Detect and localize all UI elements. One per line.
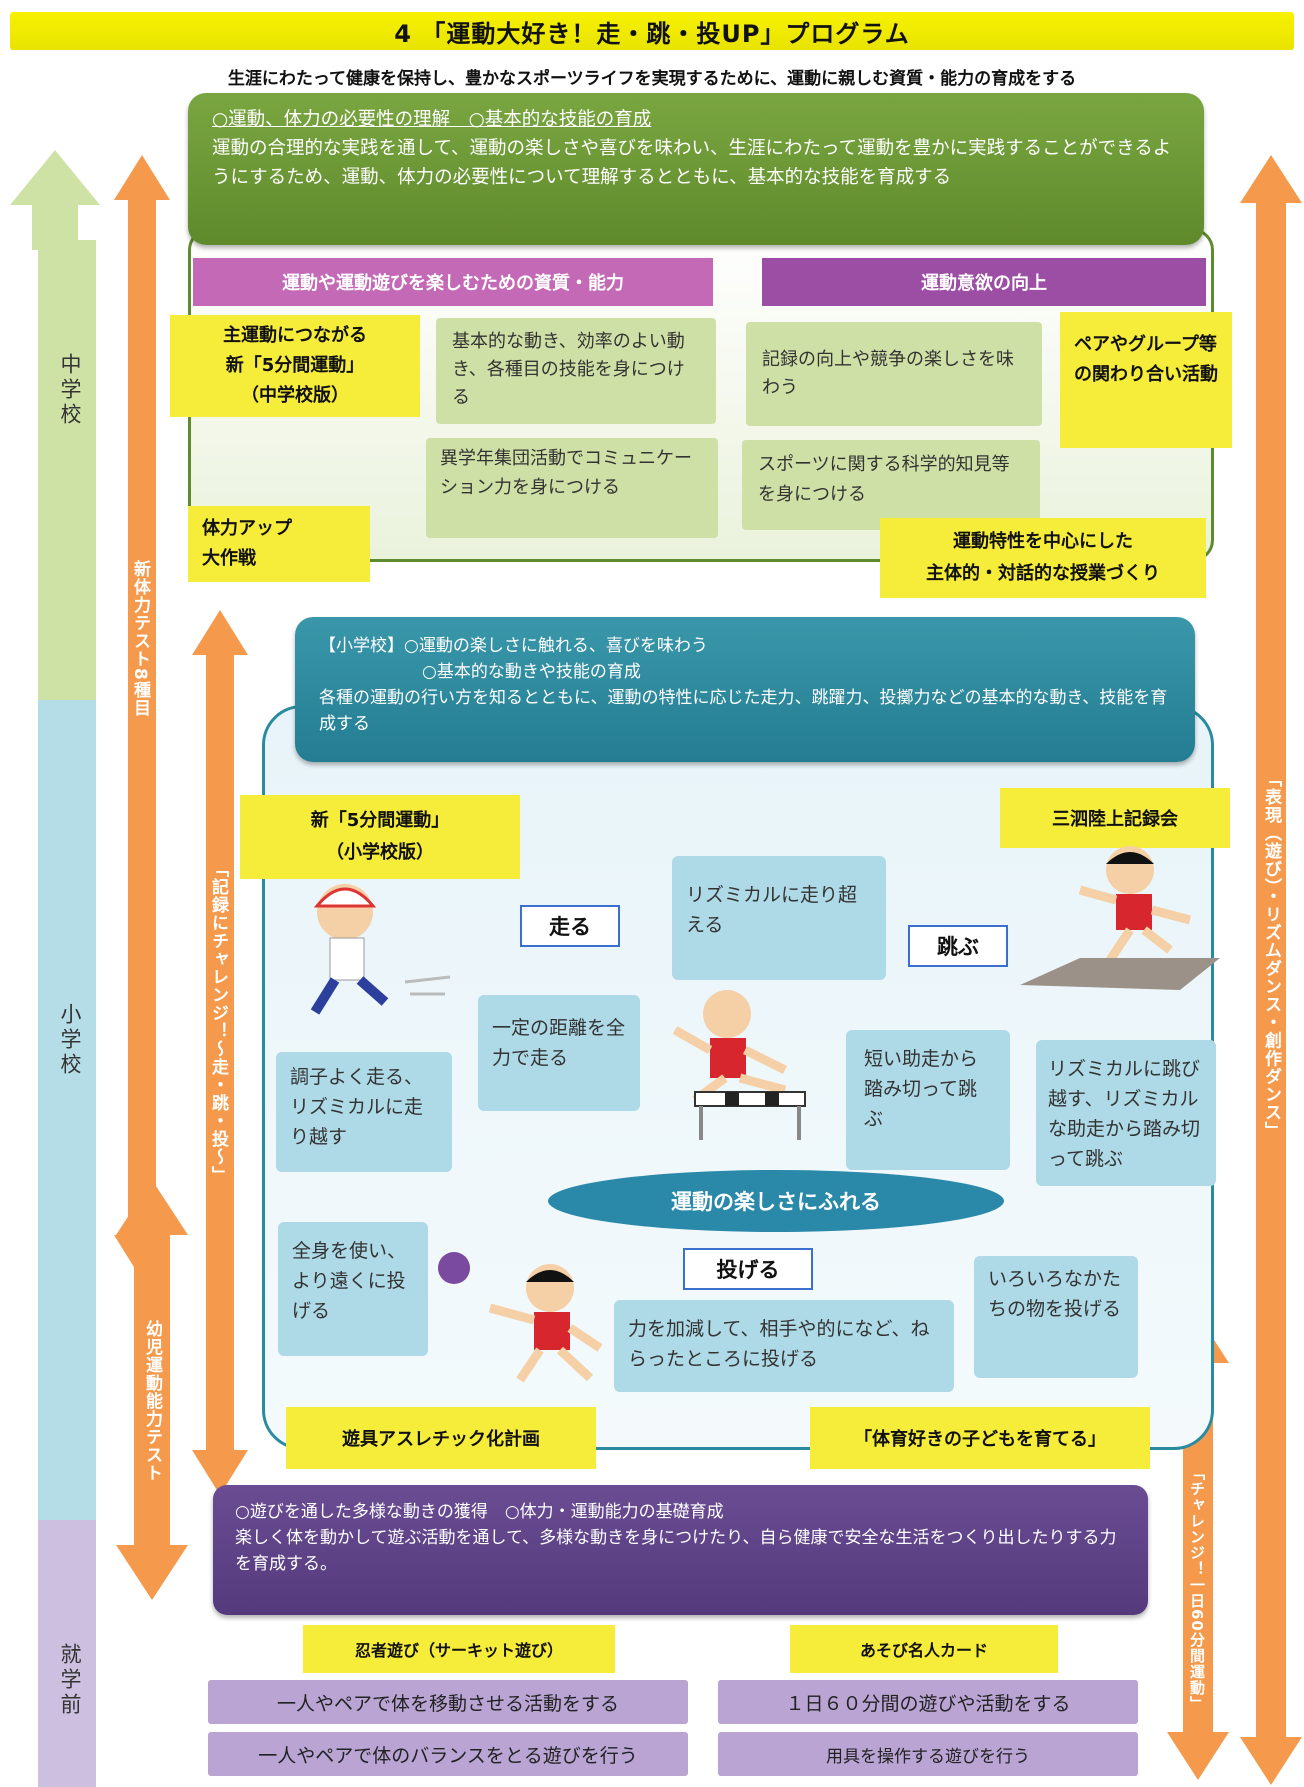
playground-box: 遊具アスレチック化計画 (286, 1407, 596, 1469)
preschool-goals: ○遊びを通した多様な動きの獲得 ○体力・運動能力の基礎育成 (235, 1502, 724, 1522)
track-meet-box: 三泗陸上記録会 (1000, 788, 1230, 848)
stage-column-arrow (10, 150, 100, 1787)
preschool-header: ○遊びを通した多様な動きの獲得 ○体力・運動能力の基礎育成 楽しく体を動かして遊… (213, 1485, 1148, 1615)
fitness-up-box: 体力アップ 大作戦 (188, 506, 370, 582)
stage-preschool: 就学前 (58, 1642, 82, 1718)
skill-box: 基本的な動き、効率のよい動き、各種目の技能を身につける (436, 318, 716, 424)
junior-high-description: 運動の合理的な実践を通して、運動の楽しさや喜びを味わい、生涯にわたって運動を豊か… (212, 138, 1172, 188)
raise-kids-box: 「体育好きの子どもを育てる」 (810, 1407, 1150, 1469)
right-bar: 運動意欲の向上 (762, 258, 1206, 306)
jumper-illustration (1020, 846, 1220, 990)
fitness-test-label: 新体力テスト8種目 (130, 560, 150, 717)
page-subtitle: 生涯にわたって健康を保持し、豊かなスポーツライフを実現するために、運動に親しむ資… (227, 69, 1077, 89)
elementary-goal-2: ○基本的な動きや技能の育成 (422, 662, 641, 682)
tempo-run-box: 調子よく走る、リズミカルに走り越す (276, 1052, 452, 1172)
elementary-goal-1: 【小学校】○運動の楽しさに触れる、喜びを味わう (319, 636, 708, 656)
move-activity-box: 一人やペアで体を移動させる活動をする (208, 1680, 688, 1724)
record-challenge-label: 「記録にチャレンジ！～走・跳・投～」 (208, 860, 228, 1184)
ninja-play-box: 忍者遊び（サーキット遊び） (303, 1625, 615, 1673)
communication-box: 異学年集団活動でコミュニケーション力を身につける (426, 438, 718, 538)
new-5min-jh: 主運動につながる 新「5分間運動」 （中学校版） (170, 315, 420, 417)
runner-illustration (310, 884, 451, 1015)
preschool-description: 楽しく体を動かして遊ぶ活動を通して、多様な動きを身につけたり、自ら健康で安全な生… (235, 1528, 1117, 1574)
fitness-test-arrow (114, 155, 170, 1280)
short-jump-box: 短い助走から踏み切って跳ぶ (846, 1030, 1010, 1170)
balance-activity-box: 一人やペアで体のバランスをとる遊びを行う (208, 1732, 688, 1776)
sixty-min-activity-box: １日６０分間の遊びや活動をする (718, 1680, 1138, 1724)
whole-body-box: 全身を使い、より遠くに投げる (278, 1222, 428, 1356)
sixty-min-arrow (1167, 1315, 1229, 1780)
play-card-box: あそび名人カード (790, 1625, 1058, 1673)
lesson-box: 運動特性を中心にした 主体的・対話的な授業づくり (880, 518, 1206, 598)
junior-high-header: ○運動、体力の必要性の理解 ○基本的な技能の育成 運動の合理的な実践を通して、運… (188, 93, 1204, 245)
sixty-min-label: 「チャレンジ！一日60分間運動」 (1188, 1465, 1206, 1712)
page-title: 4 「運動大好き！走・跳・投UP」プログラム (10, 12, 1294, 50)
science-box: スポーツに関する科学的知見等を身につける (742, 440, 1040, 530)
left-bar: 運動や運動遊びを楽しむための資質・能力 (193, 258, 713, 306)
tools-activity-box: 用具を操作する遊びを行う (718, 1732, 1138, 1776)
rhythm-jump-box: リズミカルに跳び越す、リズミカルな助走から踏み切って跳ぶ (1036, 1040, 1216, 1186)
expression-arrow (1240, 155, 1302, 1785)
new-5min-es: 新「5分間運動」 （小学校版） (240, 795, 520, 879)
elementary-description: 各種の運動の行い方を知るとともに、運動の特性に応じた走力、跳躍力、投擲力などの基… (319, 688, 1168, 734)
thrower-illustration (438, 1252, 603, 1383)
target-throw-box: 力を加減して、相手や的になど、ねらったところに投げる (614, 1300, 954, 1392)
label-throw: 投げる (683, 1248, 813, 1290)
stage-elementary: 小学校 (58, 1002, 82, 1078)
pair-group-box: ペアやグループ等の関わり合い活動 (1060, 312, 1232, 448)
junior-high-goals: ○運動、体力の必要性の理解 ○基本的な技能の育成 (212, 109, 652, 130)
label-jump: 跳ぶ (908, 925, 1008, 967)
stage-junior-high: 中学校 (58, 352, 82, 428)
infant-test-arrow (116, 1180, 188, 1600)
rhythm-run-box: リズミカルに走り超える (672, 856, 886, 980)
record-box: 記録の向上や競争の楽しさを味わう (746, 322, 1042, 426)
hurdler-illustration (672, 990, 806, 1140)
infant-test-label: 幼児運動能力テスト (142, 1320, 162, 1482)
various-throw-box: いろいろなかたちの物を投げる (974, 1256, 1138, 1378)
elementary-header: 【小学校】○運動の楽しさに触れる、喜びを味わう ○基本的な動きや技能の育成 各種… (295, 617, 1195, 762)
label-run: 走る (520, 905, 620, 947)
distance-box: 一定の距離を全力で走る (478, 995, 640, 1111)
record-challenge-arrow (192, 610, 248, 1495)
expression-label: 「表現（遊び）・リズムダンス・創作ダンス」 (1261, 770, 1281, 1140)
center-oval: 運動の楽しさにふれる (548, 1170, 1004, 1232)
